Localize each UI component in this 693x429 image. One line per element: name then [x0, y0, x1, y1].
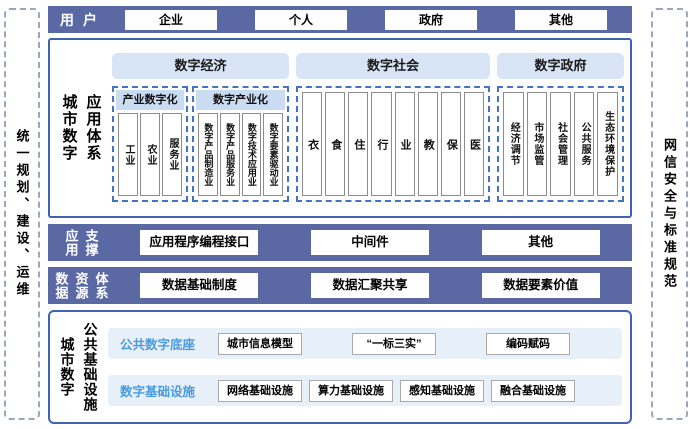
- data-resource-items: 数据基础制度 数据汇聚共享 数据要素价值: [114, 273, 626, 298]
- app-system-groups: 数字经济 产业数字化 工业 农业 服务业 数字产业化 数字产品制造业: [112, 40, 630, 216]
- data-resource-bar: 数据 资源 体系 数据基础制度 数据汇聚共享 数据要素价值: [48, 267, 632, 304]
- app-support-label: 应用 支撑: [48, 229, 114, 257]
- industry-digitalization-header: 产业数字化: [116, 90, 184, 110]
- digital-industrialization-items: 数字产品制造业 数字产品服务业 数字技术应用业 数字要素驱动业: [196, 110, 285, 198]
- item-agriculture: 农业: [140, 113, 160, 196]
- digital-industrialization-header: 数字产业化: [196, 90, 285, 110]
- item-api: 应用程序编程接口: [140, 230, 259, 255]
- app-system-section: 城市数字 应用体系 数字经济 产业数字化 工业 农业 服务业: [48, 38, 632, 218]
- digital-society-header: 数字社会: [296, 53, 490, 79]
- item-transport: 行: [371, 92, 392, 196]
- digital-government-items: 经济调节 市场监管 社会管理 公共服务 生态环境保护: [497, 86, 624, 202]
- left-rail-label: 统一规划、建设、运维: [14, 129, 30, 299]
- item-data-basic-system: 数据基础制度: [140, 273, 259, 298]
- item-market-supervision: 市场监管: [526, 92, 548, 196]
- app-support-bar: 应用 支撑 应用程序编程接口 中间件 其他: [48, 224, 632, 261]
- item-sensing-infrastructure: 感知基础设施: [400, 379, 484, 402]
- group-digital-government: 数字政府 经济调节 市场监管 社会管理 公共服务 生态环境保护: [497, 53, 624, 216]
- digital-infrastructure-items: 网络基础设施 算力基础设施 感知基础设施 融合基础设施: [218, 379, 614, 402]
- group-digital-society: 数字社会 衣 食 住 行 业 教 保 医: [296, 53, 490, 216]
- data-resource-label-col1: 数据: [53, 271, 69, 300]
- public-digital-base-items: 城市信息模型 “一标三实” 编码赋码: [218, 332, 614, 355]
- item-services: 服务业: [162, 113, 182, 196]
- item-digital-product-manufacturing: 数字产品制造业: [198, 113, 218, 196]
- group-digital-economy: 数字经济 产业数字化 工业 农业 服务业 数字产业化 数字产品制造业: [112, 53, 289, 216]
- digital-infrastructure-label: 数字基础设施: [120, 385, 196, 399]
- item-housing: 住: [348, 92, 369, 196]
- user-item-enterprise: 企业: [125, 9, 217, 30]
- data-resource-label: 数据 资源 体系: [48, 272, 114, 300]
- item-digital-factor-driven: 数字要素驱动业: [263, 113, 283, 196]
- item-data-factor-value: 数据要素价值: [481, 273, 600, 298]
- item-social-security: 保: [440, 92, 461, 196]
- user-item-individual: 个人: [255, 9, 347, 30]
- item-network-infrastructure: 网络基础设施: [218, 379, 302, 402]
- right-rail-security-standards: 网信安全与标准规范: [651, 8, 688, 420]
- infra-section-label: 城市数字 公共基础设施: [50, 312, 108, 422]
- item-computing-infrastructure: 算力基础设施: [309, 379, 393, 402]
- item-coding-assignment: 编码赋码: [486, 332, 570, 355]
- app-support-items: 应用程序编程接口 中间件 其他: [114, 230, 626, 255]
- digital-infrastructure-row: 数字基础设施 网络基础设施 算力基础设施 感知基础设施 融合基础设施: [108, 375, 622, 406]
- app-support-label-col1: 应用: [63, 228, 79, 257]
- data-resource-label-col3: 体系: [93, 271, 109, 300]
- app-system-label-col2: 应用体系: [84, 94, 102, 162]
- item-food: 食: [325, 92, 346, 196]
- item-middleware: 中间件: [310, 230, 429, 255]
- infra-label-col2: 公共基础设施: [82, 322, 99, 412]
- item-employment: 业: [394, 92, 415, 196]
- item-education: 教: [417, 92, 438, 196]
- user-bar-items: 企业 个人 政府 其他: [106, 9, 626, 30]
- user-bar: 用户 企业 个人 政府 其他: [48, 6, 632, 33]
- user-item-government: 政府: [385, 9, 477, 30]
- item-industry: 工业: [118, 113, 138, 196]
- digital-government-header: 数字政府: [497, 53, 624, 79]
- app-system-label: 城市数字 应用体系: [50, 40, 112, 216]
- data-resource-label-col2: 资源: [73, 271, 89, 300]
- app-system-label-col1: 城市数字: [60, 94, 78, 162]
- user-bar-label: 用户: [60, 11, 106, 28]
- item-public-service: 公共服务: [573, 92, 595, 196]
- item-clothing: 衣: [302, 92, 323, 196]
- item-medical: 医: [463, 92, 484, 196]
- item-converged-infrastructure: 融合基础设施: [491, 379, 575, 402]
- public-digital-base-row: 公共数字底座 城市信息模型 “一标三实” 编码赋码: [108, 328, 622, 359]
- item-economic-regulation: 经济调节: [503, 92, 524, 196]
- item-city-information-model: 城市信息模型: [218, 332, 302, 355]
- item-social-management: 社会管理: [550, 92, 571, 196]
- right-rail-label: 网信安全与标准规范: [662, 137, 677, 291]
- digital-society-items: 衣 食 住 行 业 教 保 医: [296, 86, 490, 202]
- item-one-standard-three-reals: “一标三实”: [352, 332, 436, 355]
- item-support-other: 其他: [481, 230, 600, 255]
- app-support-label-col2: 支撑: [83, 228, 99, 257]
- item-digital-tech-application: 数字技术应用业: [241, 113, 262, 196]
- infra-rows: 公共数字底座 城市信息模型 “一标三实” 编码赋码 数字基础设施 网络基础设施 …: [108, 312, 630, 422]
- industry-digitalization-box: 产业数字化 工业 农业 服务业: [112, 86, 188, 202]
- item-data-aggregation-sharing: 数据汇聚共享: [310, 273, 429, 298]
- digital-economy-header: 数字经济: [112, 53, 289, 79]
- left-rail-unified-planning: 统一规划、建设、运维: [4, 8, 40, 420]
- public-digital-base-label: 公共数字底座: [120, 338, 196, 352]
- item-digital-product-services: 数字产品服务业: [219, 113, 240, 196]
- item-eco-environment-protection: 生态环境保护: [597, 92, 618, 196]
- industry-digitalization-items: 工业 农业 服务业: [116, 110, 184, 198]
- digital-economy-subgroups: 产业数字化 工业 农业 服务业 数字产业化 数字产品制造业 数字产品服务业 数字…: [112, 86, 289, 202]
- infra-label-col1: 城市数字: [59, 337, 76, 397]
- infra-section: 城市数字 公共基础设施 公共数字底座 城市信息模型 “一标三实” 编码赋码 数字…: [48, 310, 632, 424]
- digital-industrialization-box: 数字产业化 数字产品制造业 数字产品服务业 数字技术应用业 数字要素驱动业: [192, 86, 289, 202]
- user-item-other: 其他: [515, 9, 607, 30]
